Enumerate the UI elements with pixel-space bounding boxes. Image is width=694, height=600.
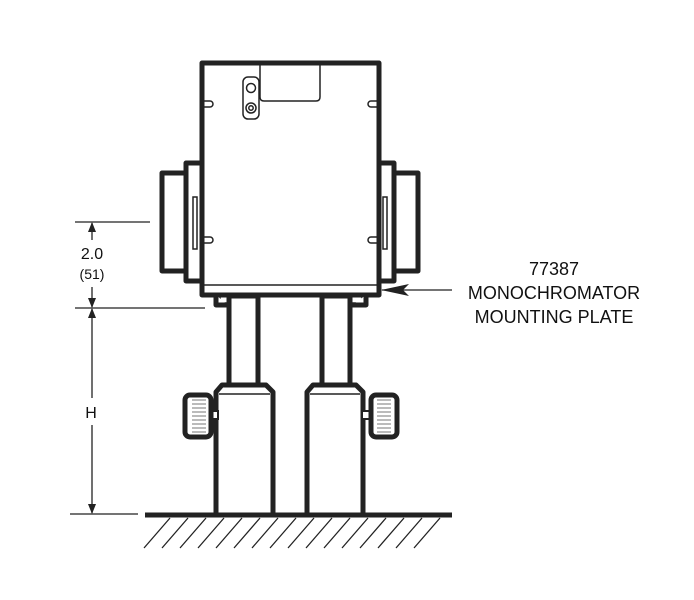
callout-line2: MOUNTING PLATE [475, 307, 634, 327]
port-plate [242, 76, 260, 120]
slot [367, 100, 377, 108]
callout-arrowhead [381, 284, 409, 296]
hatch-line [413, 517, 441, 549]
right-post [304, 293, 366, 514]
part-number: 77387 [529, 259, 579, 279]
height-label: H [85, 405, 97, 422]
hatch-line [323, 517, 351, 549]
port-hole [245, 82, 257, 94]
hatch-line [215, 517, 243, 549]
left-side-bracket [159, 160, 207, 284]
hatch-line [269, 517, 297, 549]
port-hole [245, 102, 257, 114]
right-adjustment-knob [361, 392, 400, 440]
dimension-lines [70, 221, 205, 515]
hatch-line [161, 517, 189, 549]
left-adjustment-knob [182, 392, 219, 440]
hatch-line [143, 517, 171, 549]
hatch-line [233, 517, 261, 549]
slot [204, 236, 214, 244]
hatch-line [341, 517, 369, 549]
slot [367, 236, 377, 244]
top-panel [259, 65, 321, 102]
offset-inches-label: 2.0 [81, 246, 103, 263]
hatch-line [251, 517, 279, 549]
right-side-bracket [373, 160, 421, 284]
left-post [213, 293, 276, 514]
hatch-line [395, 517, 423, 549]
slot [204, 100, 214, 108]
offset-mm-label: (51) [80, 266, 105, 282]
monochromator-housing [199, 60, 382, 298]
callout-line1: MONOCHROMATOR [468, 283, 640, 303]
hatch-line [197, 517, 225, 549]
hatch-line [287, 517, 315, 549]
hatch-line [179, 517, 207, 549]
hatch-line [359, 517, 387, 549]
hatch-line [305, 517, 333, 549]
hatch-line [377, 517, 405, 549]
ground [143, 512, 452, 549]
